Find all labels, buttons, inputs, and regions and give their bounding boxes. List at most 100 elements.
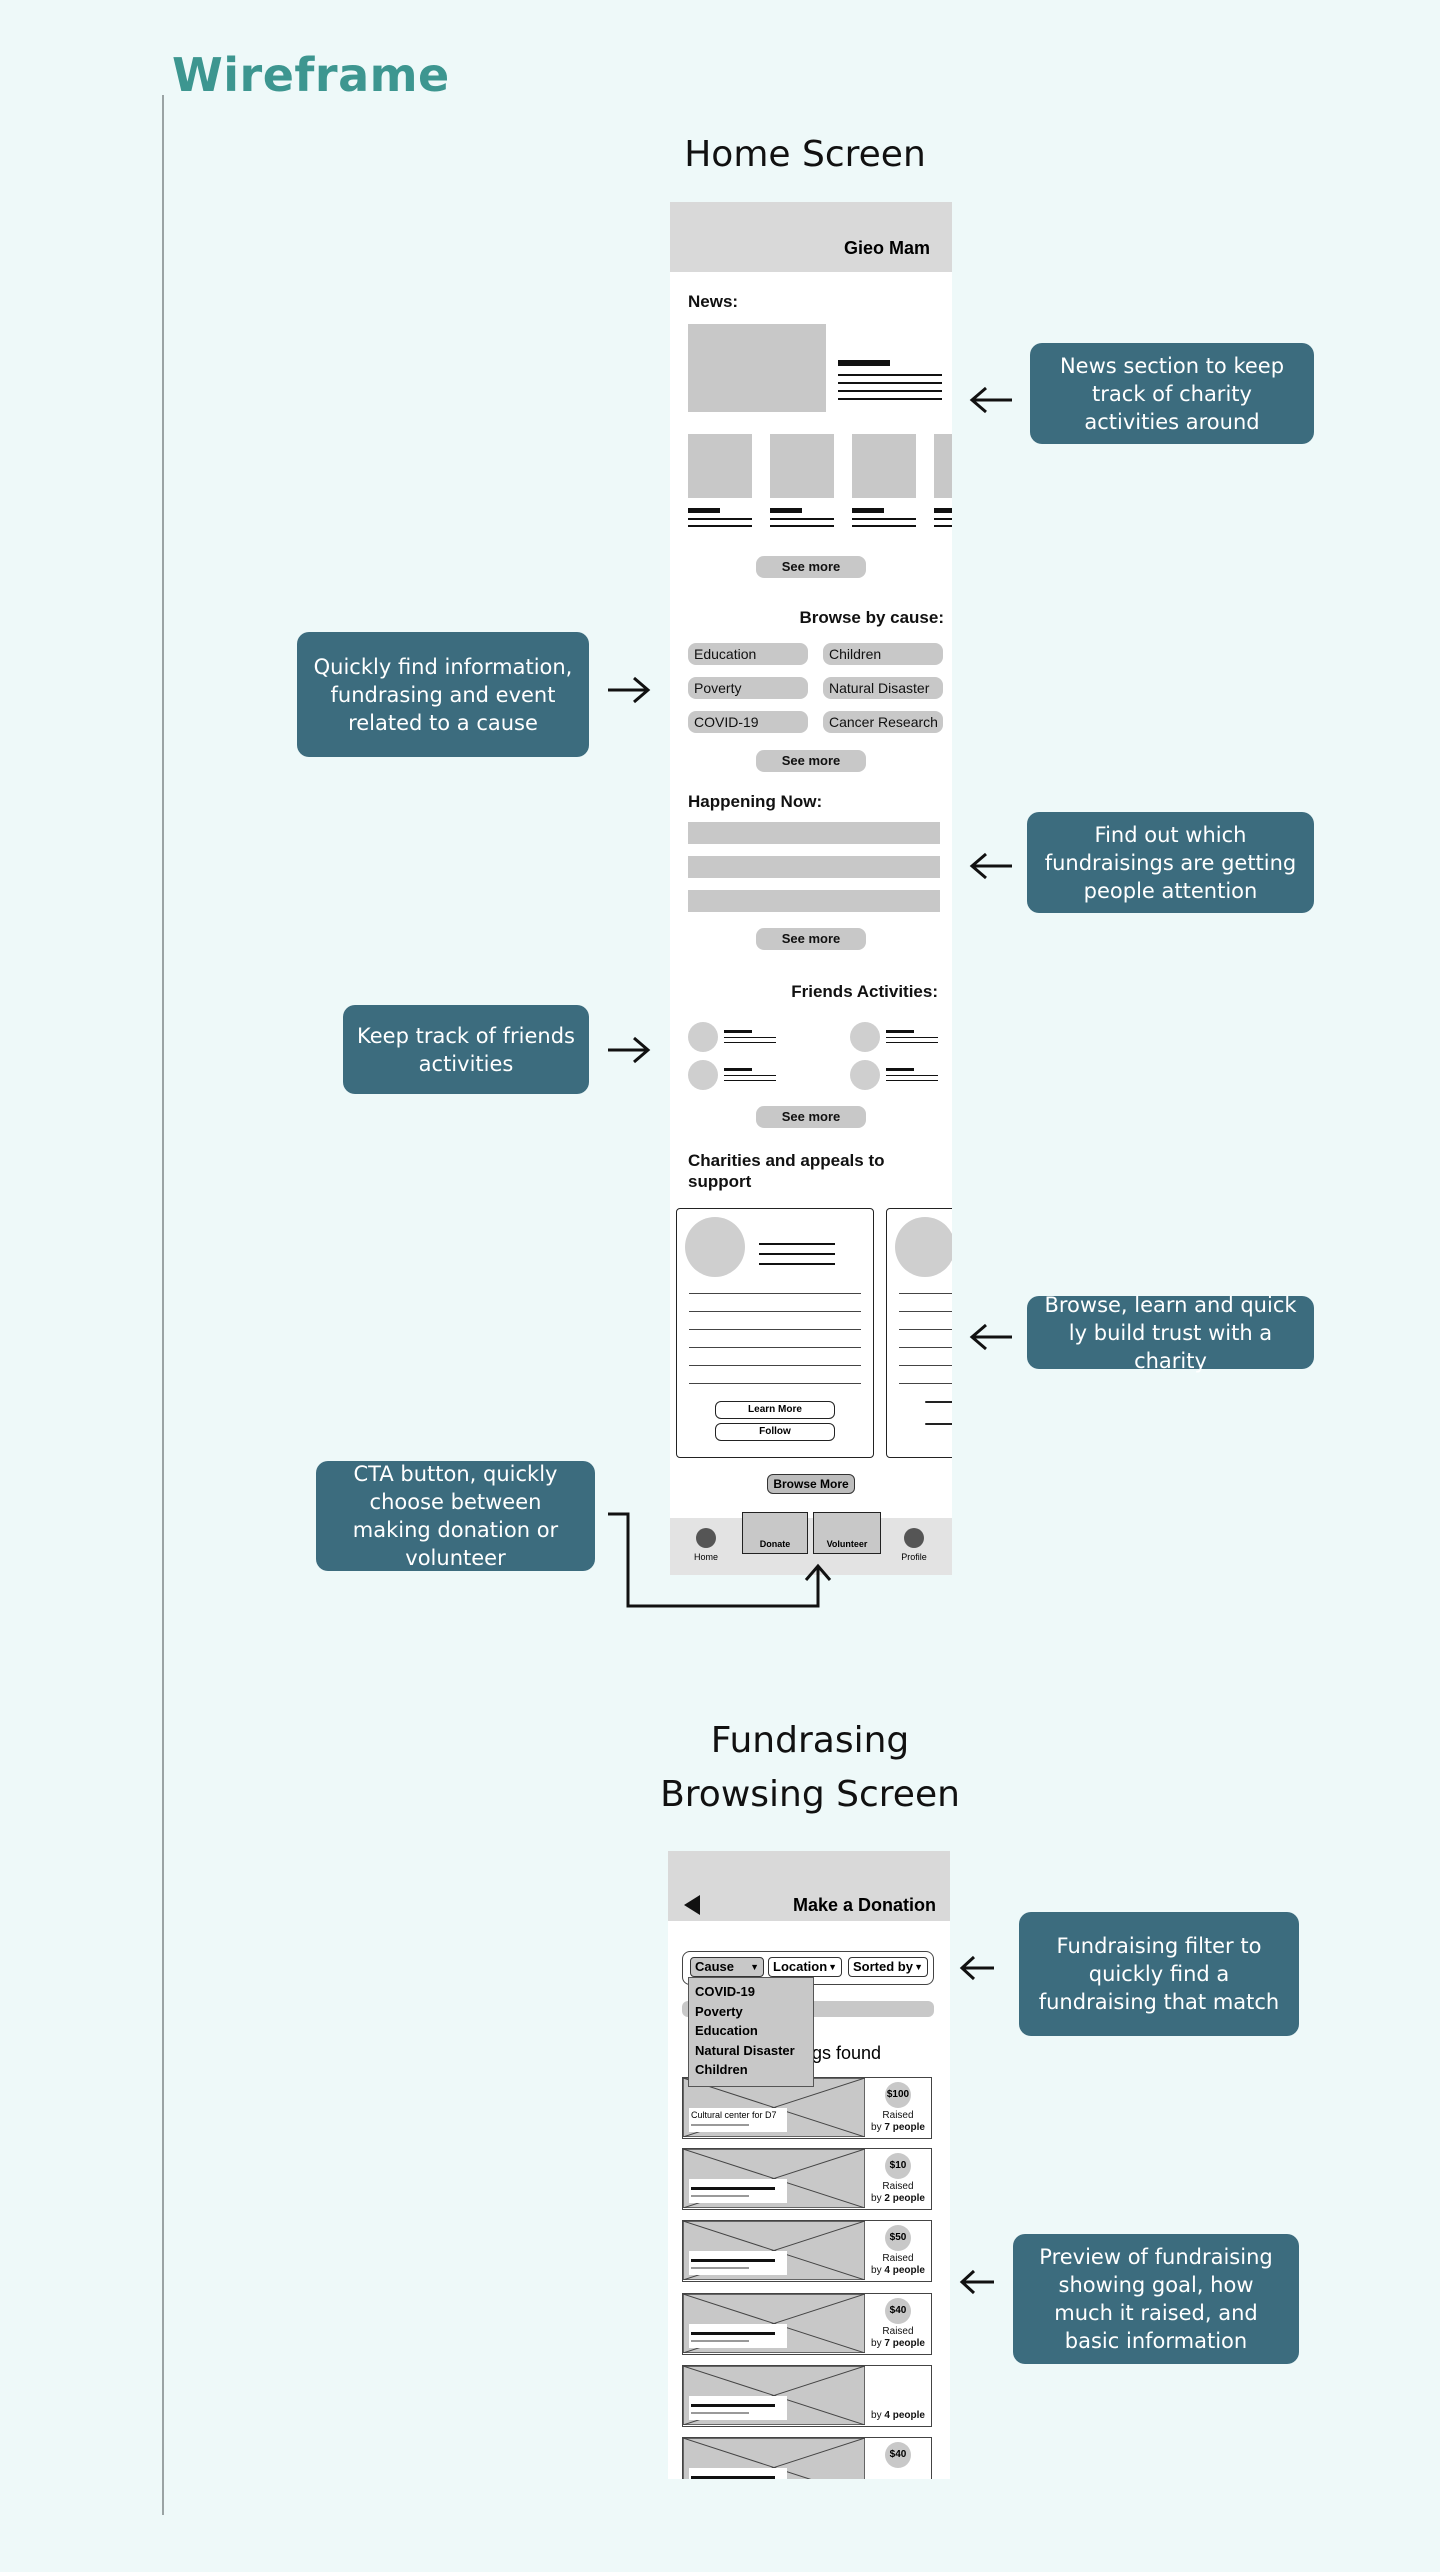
cause-pill-children[interactable]: Children — [823, 643, 943, 665]
charity-card[interactable] — [886, 1208, 952, 1458]
card-progress-line — [691, 2267, 749, 2269]
news-heading: News: — [688, 292, 739, 311]
arrow-right-icon — [608, 1036, 651, 1064]
browse-more-button[interactable]: Browse More — [767, 1474, 855, 1494]
fund-screen-title-line1: Fundrasing — [710, 1720, 910, 1761]
fundraising-card[interactable]: by 4 people — [682, 2365, 932, 2427]
raised-by-people: by 7 people — [866, 2338, 930, 2350]
raised-amount-badge: $100 — [885, 2082, 911, 2108]
friend-name-bar — [886, 1030, 914, 1033]
charity-desc-line — [899, 1383, 952, 1384]
friend-avatar[interactable] — [850, 1060, 880, 1090]
happening-item[interactable] — [688, 822, 940, 844]
learn-more-button[interactable] — [925, 1401, 952, 1403]
nav-home-label[interactable]: Home — [693, 1552, 718, 1562]
charity-desc-line — [899, 1347, 952, 1348]
friends-heading: Friends Activities: — [791, 982, 938, 1001]
arrow-left-icon — [959, 1955, 994, 1981]
cause-option-poverty[interactable]: Poverty — [695, 2003, 743, 2019]
cause-option-education[interactable]: Education — [695, 2023, 758, 2038]
browse-cause-heading: Browse by cause: — [799, 608, 944, 627]
thumb-line — [852, 525, 916, 527]
raised-label: Raised — [882, 2181, 914, 2192]
cause-see-more-button[interactable]: See more — [756, 750, 866, 772]
raised-amount-badge: $10 — [885, 2153, 911, 2179]
back-arrow-icon[interactable] — [684, 1895, 700, 1915]
card-progress-line — [691, 2412, 749, 2414]
news-text-line — [838, 398, 942, 400]
charity-desc-line — [689, 1311, 861, 1312]
cause-pill-cancer-research[interactable]: Cancer Research — [823, 711, 943, 733]
arrow-left-icon — [969, 852, 1012, 880]
happening-see-more-button[interactable]: See more — [756, 928, 866, 950]
friend-avatar[interactable] — [688, 1022, 718, 1052]
cause-option-children[interactable]: Children — [695, 2062, 748, 2077]
raised-label: Raised — [882, 2110, 914, 2121]
friend-line — [724, 1080, 776, 1081]
charities-heading: Charities and appeals to support — [688, 1151, 885, 1191]
friends-see-more-button[interactable]: See more — [756, 1106, 866, 1128]
cause-pill-natural-disaster[interactable]: Natural Disaster — [823, 677, 943, 699]
people-count: 2 people — [884, 2193, 925, 2204]
arrow-left-icon — [969, 386, 1012, 414]
friend-line — [724, 1042, 776, 1043]
friend-name-bar — [724, 1068, 752, 1071]
cause-filter-dropdown[interactable]: Cause▼ — [690, 1957, 764, 1977]
charity-logo — [895, 1217, 952, 1277]
cause-option-covid[interactable]: COVID-19 — [695, 1984, 755, 1999]
follow-button[interactable] — [925, 1423, 952, 1425]
happening-item[interactable] — [688, 856, 940, 878]
by-label: by — [871, 2338, 882, 2349]
cause-options-menu: COVID-19 Poverty Education Natural Disas… — [688, 1977, 814, 2087]
news-thumb[interactable] — [852, 434, 916, 498]
donate-button[interactable]: Donate — [742, 1512, 808, 1554]
card-title-bar — [691, 2404, 775, 2407]
nav-profile-label[interactable]: Profile — [901, 1552, 927, 1562]
card-title: Cultural center for D7 — [691, 2110, 777, 2120]
annotation-cta: CTA button, quickly choose between makin… — [316, 1461, 595, 1571]
learn-more-button[interactable]: Learn More — [715, 1401, 835, 1419]
home-header: Gieo Mam — [670, 202, 952, 272]
user-name[interactable]: Gieo Mam — [843, 238, 930, 258]
location-filter-dropdown[interactable]: Location▼ — [768, 1957, 842, 1977]
sort-filter-dropdown[interactable]: Sorted by▼ — [848, 1957, 928, 1977]
cause-pill-education[interactable]: Education — [688, 643, 808, 665]
annotation-charity: Browse, learn and quick ly build trust w… — [1027, 1293, 1314, 1373]
home-screen-title: Home Screen — [684, 134, 926, 175]
news-thumb[interactable] — [688, 434, 752, 498]
fund-screen-title-line2: Browsing Screen — [660, 1774, 960, 1815]
charity-desc-line — [899, 1311, 952, 1312]
news-featured-image[interactable] — [688, 324, 826, 412]
raised-amount-badge: $50 — [885, 2225, 911, 2251]
volunteer-button[interactable]: Volunteer — [813, 1512, 881, 1554]
follow-button[interactable]: Follow — [715, 1423, 835, 1441]
news-see-more-button[interactable]: See more — [756, 556, 866, 578]
profile-icon[interactable] — [904, 1528, 924, 1548]
cause-option-natural-disaster[interactable]: Natural Disaster — [695, 2042, 795, 2058]
annotation-happening: Find out which fundraisings are getting … — [1027, 812, 1314, 913]
news-text-line — [838, 382, 942, 384]
charity-desc-line — [899, 1293, 952, 1294]
cause-pill-covid[interactable]: COVID-19 — [688, 711, 808, 733]
friend-avatar[interactable] — [688, 1060, 718, 1090]
raised-amount-badge: $40 — [885, 2442, 911, 2468]
card-stats: $40 — [866, 2438, 930, 2479]
happening-item[interactable] — [688, 890, 940, 912]
annotation-friends: Keep track of friends activities — [343, 1005, 589, 1094]
home-icon[interactable] — [696, 1528, 716, 1548]
charity-card[interactable]: Learn More Follow — [676, 1208, 874, 1458]
thumb-line — [934, 525, 952, 527]
thumb-line — [852, 518, 916, 520]
cause-pill-poverty[interactable]: Poverty — [688, 677, 808, 699]
friend-avatar[interactable] — [850, 1022, 880, 1052]
news-thumb[interactable] — [934, 434, 952, 498]
news-thumb[interactable] — [770, 434, 834, 498]
fundraising-card[interactable]: $40 — [682, 2437, 932, 2479]
